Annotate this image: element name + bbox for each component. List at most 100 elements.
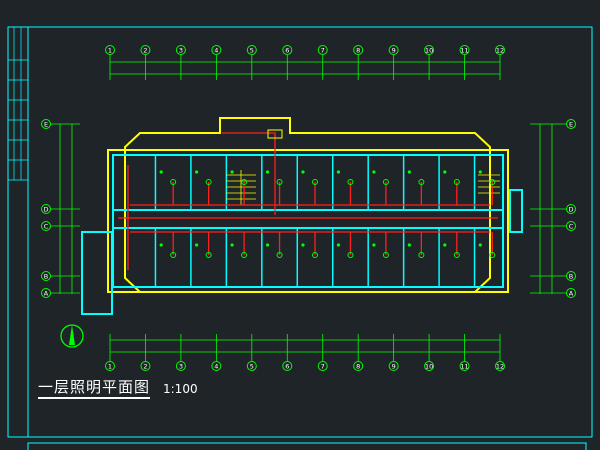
row-axis-right-A: A [566,288,576,298]
axis-label: 10 [425,47,433,55]
column-axis-5: 5 [246,361,257,371]
axis-label: A [569,290,574,298]
axis-label: 10 [425,363,433,371]
column-axis-2: 2 [140,361,151,371]
axis-label: 7 [321,47,325,55]
column-axis-1: 1 [105,45,115,55]
light-fixture-icon [382,252,389,258]
building-outline [107,117,509,293]
switch-icon [195,170,199,174]
light-fixture-icon [489,252,496,258]
room-partitions [154,155,476,287]
column-axis-10: 10 [424,45,435,55]
light-fixture-icon [205,179,212,185]
column-axis-7: 7 [317,45,328,55]
switch-icon [230,243,234,247]
axis-label: E [44,121,48,129]
drawing-title: 一层照明平面图 [38,378,151,399]
row-axis-bubbles-right: E DC B A [566,119,576,298]
row-axis-right-E: E [566,119,576,129]
column-axis-9: 9 [388,45,399,55]
switch-icon [265,243,270,247]
axis-label: 3 [179,363,183,371]
column-axis-12: 12 [495,361,505,371]
drawing-frame [7,26,593,450]
axis-label: 2 [143,363,147,371]
walls [81,154,523,315]
switch-icon [443,170,447,174]
column-axis-6: 6 [282,361,293,371]
column-axis-4: 4 [211,45,222,55]
switch-icon [230,170,234,174]
row-axis-right-C: C [566,221,576,231]
light-fixture-icon [205,252,212,258]
column-axis-8: 8 [353,45,364,55]
axis-label: 4 [214,47,218,55]
axis-label: 4 [214,363,218,371]
axis-label: 1 [108,363,112,371]
light-fixture-icon [170,179,177,185]
axis-label: 7 [321,363,325,371]
row-axis-bubbles-left: E DC B A [41,119,51,298]
switch-icon [159,243,163,247]
column-axis-10: 10 [424,361,435,371]
axis-label: 11 [460,47,468,55]
axis-label: 11 [460,363,468,371]
light-fixture-icon [382,179,389,185]
axis-label: E [569,121,573,129]
switch-icon [336,170,341,174]
column-axis-11: 11 [459,45,470,55]
light-fixture-icon [347,179,354,185]
axis-label: 12 [496,47,504,55]
axis-label: A [44,290,49,298]
switch-icon [301,243,305,247]
light-fixture-icon [347,252,354,258]
switch-icon [478,243,482,247]
column-axis-5: 5 [246,45,257,55]
drawing-scale: 1:100 [163,382,198,396]
row-axis-left-A: A [41,288,51,298]
light-fixture-icon [312,252,318,258]
column-axis-2: 2 [140,45,151,55]
light-fixture-icon [418,252,425,258]
light-fixture-icon [276,252,283,258]
column-grid-ticks [109,55,501,361]
light-fixtures [159,129,496,258]
north-arrow-icon [60,324,84,348]
axis-label: 12 [496,363,504,371]
axis-label: 2 [143,47,147,55]
axis-label: 3 [179,47,183,55]
switch-icon [372,243,376,247]
light-fixture-icon [241,179,248,185]
row-axis-left-D: D [41,204,51,214]
light-fixture-icon [453,179,460,185]
axis-label: 8 [356,363,360,371]
light-fixture-icon [170,252,177,258]
axis-label: D [43,206,48,214]
row-axis-left-E: E [41,119,51,129]
axis-label: 5 [250,363,254,371]
axis-label: 9 [392,47,396,55]
axis-label: 6 [285,363,289,371]
row-axis-right-D: D [566,204,576,214]
light-fixture-icon [276,179,283,185]
axis-label: B [569,273,573,281]
light-fixture-icon [241,252,248,258]
column-axis-8: 8 [353,361,364,371]
axis-label: 5 [250,47,254,55]
switch-icon [159,170,163,174]
light-fixture-icon [312,179,318,185]
axis-label: B [44,273,48,281]
switch-icon [336,243,341,247]
row-axis-left-C: C [41,221,51,231]
light-fixture-icon [453,252,460,258]
switch-icon [407,243,411,247]
axis-label: 6 [285,47,289,55]
switch-icon [265,170,270,174]
switch-icon [407,170,411,174]
column-axis-12: 12 [495,45,505,55]
switch-icon [372,170,376,174]
